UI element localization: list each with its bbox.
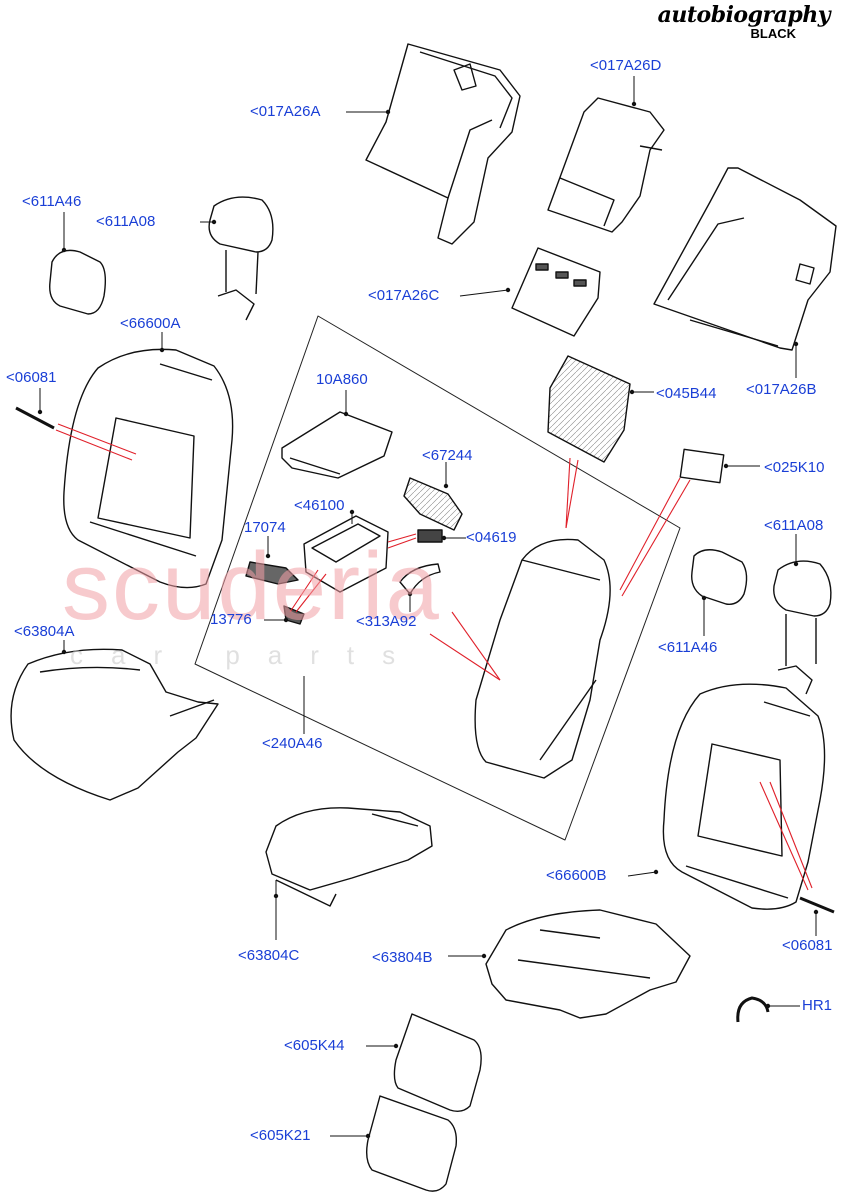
- callout-605K21[interactable]: <605K21: [250, 1127, 311, 1144]
- part-611A08-right[interactable]: [773, 560, 832, 695]
- callout-63804B[interactable]: <63804B: [372, 949, 433, 966]
- callout-46100[interactable]: <46100: [294, 497, 345, 514]
- part-63804A[interactable]: [10, 648, 219, 801]
- callout-611A46-left[interactable]: <611A46: [22, 193, 82, 210]
- callout-611A46-right[interactable]: <611A46: [658, 639, 718, 656]
- callout-17074[interactable]: 17074: [244, 519, 286, 536]
- callout-611A08-left[interactable]: <611A08: [96, 213, 156, 230]
- callout-66600A[interactable]: <66600A: [120, 315, 181, 332]
- part-04619[interactable]: [417, 529, 443, 543]
- brand-script: autobiography: [657, 2, 831, 28]
- part-66600A[interactable]: [63, 348, 234, 589]
- callout-66600B[interactable]: <66600B: [546, 867, 607, 884]
- part-HR1[interactable]: [736, 996, 770, 1023]
- part-06081-left[interactable]: [15, 406, 55, 430]
- leader-dots: [37, 101, 819, 1139]
- part-66600B[interactable]: [662, 683, 826, 910]
- callout-605K44[interactable]: <605K44: [284, 1037, 345, 1054]
- part-13776[interactable]: [283, 605, 305, 625]
- part-06081-right[interactable]: [799, 896, 835, 914]
- callout-63804A[interactable]: <63804A: [14, 623, 75, 640]
- callout-240A46[interactable]: <240A46: [262, 735, 323, 752]
- brand-block: autobiography BLACK: [657, 2, 831, 41]
- part-17074[interactable]: [245, 561, 299, 585]
- part-313A92[interactable]: [399, 563, 441, 595]
- part-025K10[interactable]: [679, 448, 725, 484]
- part-605K21[interactable]: [365, 1095, 458, 1192]
- part-611A46-left[interactable]: [49, 249, 107, 315]
- callout-017A26B[interactable]: <017A26B: [746, 381, 817, 398]
- part-017A26D[interactable]: [547, 97, 665, 233]
- part-611A46-right[interactable]: [691, 549, 748, 605]
- callout-313A92[interactable]: <313A92: [356, 613, 417, 630]
- part-017A26A[interactable]: [365, 43, 521, 245]
- part-46100[interactable]: [303, 515, 389, 593]
- part-67244[interactable]: [403, 477, 463, 531]
- callout-67244[interactable]: <67244: [422, 447, 473, 464]
- brand-variant: BLACK: [750, 26, 797, 41]
- callout-HR1[interactable]: HR1: [802, 997, 833, 1014]
- leader-lines: [39, 76, 817, 1137]
- part-045B44[interactable]: [547, 355, 631, 463]
- callout-045B44[interactable]: <045B44: [656, 385, 717, 402]
- callout-017A26C[interactable]: <017A26C: [368, 287, 440, 304]
- callout-04619[interactable]: <04619: [466, 529, 517, 546]
- watermark-text: scuderia: [62, 533, 441, 640]
- part-63804C[interactable]: [265, 807, 433, 907]
- callout-025K10[interactable]: <025K10: [764, 459, 825, 476]
- subassembly-frame: [194, 315, 681, 841]
- part-017A26B[interactable]: [653, 167, 837, 351]
- watermark-subtext: car parts: [70, 640, 424, 670]
- callout-017A26D[interactable]: <017A26D: [590, 57, 662, 74]
- callout-06081-left[interactable]: <06081: [6, 369, 57, 386]
- highlight-lines: [55, 423, 813, 891]
- part-10A860[interactable]: [281, 411, 393, 479]
- callout-06081-right[interactable]: <06081: [782, 937, 833, 954]
- callout-13776[interactable]: 13776: [210, 611, 252, 628]
- part-63804B[interactable]: [485, 909, 691, 1019]
- callout-10A860[interactable]: 10A860: [316, 371, 368, 388]
- part-611A08-left[interactable]: [208, 196, 274, 321]
- callout-63804C[interactable]: <63804C: [238, 947, 300, 964]
- part-240A46[interactable]: [474, 538, 611, 779]
- callout-611A08-right[interactable]: <611A08: [764, 517, 824, 534]
- part-605K44[interactable]: [393, 1013, 482, 1113]
- part-017A26C[interactable]: [511, 247, 601, 337]
- callout-017A26A[interactable]: <017A26A: [250, 103, 321, 120]
